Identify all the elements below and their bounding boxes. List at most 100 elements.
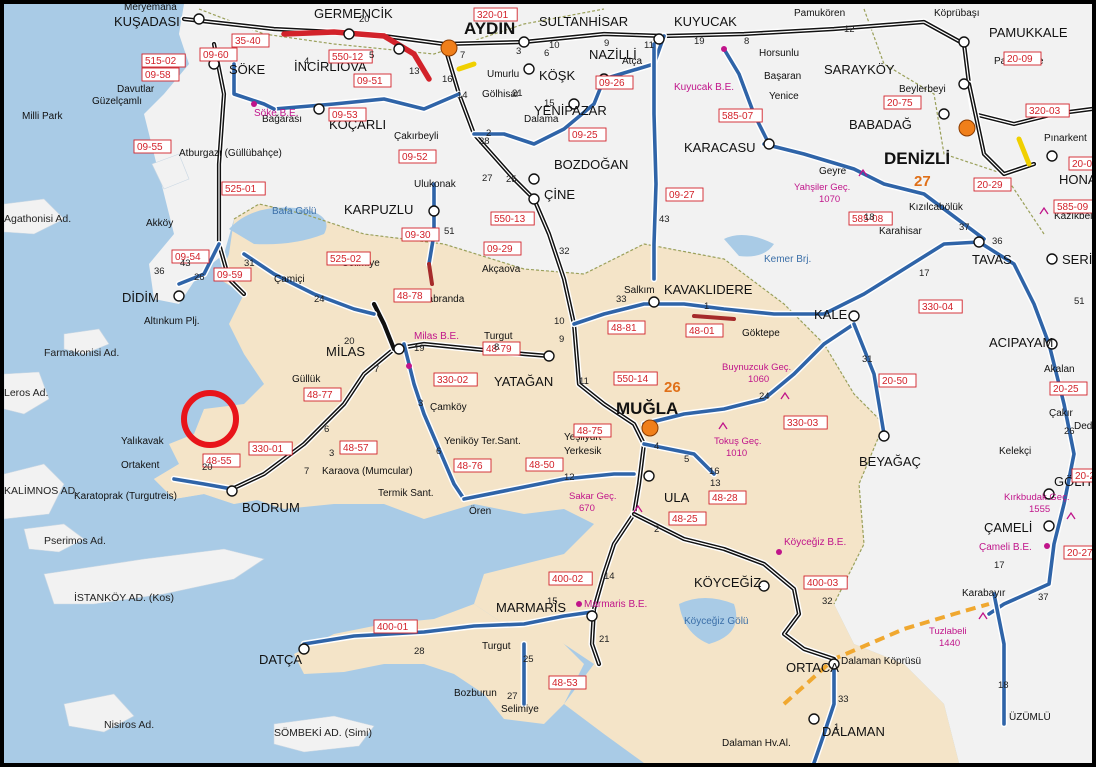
road-code-525-02: 525-02 bbox=[326, 251, 371, 266]
road-code-text: 400-03 bbox=[807, 578, 839, 589]
road-code-text: 20-50 bbox=[882, 376, 908, 387]
map-label: Köyceğiz B.E. bbox=[784, 537, 846, 548]
road-code-09-51: 09-51 bbox=[353, 73, 392, 88]
label-town-ula: ULA bbox=[664, 490, 690, 505]
road-number-label: 13 bbox=[409, 66, 420, 77]
road-number-label: 33 bbox=[616, 294, 627, 305]
road-code-text: 20-09 bbox=[1007, 54, 1033, 65]
road-code-09-59: 09-59 bbox=[213, 267, 252, 282]
road-code-09-52: 09-52 bbox=[398, 149, 437, 164]
map-label: Dedeköy bbox=[1074, 421, 1092, 432]
label-town-bodrum: BODRUM bbox=[242, 500, 300, 515]
road-code-text: 09-60 bbox=[203, 50, 229, 61]
road-code-box bbox=[133, 139, 172, 154]
road-number-label: 32 bbox=[559, 246, 570, 257]
label-island-agathonisi: Agathonisi Ad. bbox=[4, 213, 71, 225]
road-number-label: 24 bbox=[759, 391, 770, 402]
map-label: Pamukören bbox=[794, 8, 845, 19]
map-label: 670 bbox=[579, 503, 595, 514]
road-map[interactable]: AYDIN DENİZLİ MUĞLA 27 26 KUŞADASI GERME… bbox=[4, 4, 1092, 763]
road-code-box bbox=[199, 47, 238, 62]
pass-markers bbox=[633, 168, 1076, 620]
road-code-box bbox=[339, 440, 378, 455]
road-number-label: 14 bbox=[457, 90, 468, 101]
road-number-label: 21 bbox=[599, 634, 610, 645]
road-code-48-25: 48-25 bbox=[668, 511, 707, 526]
road-code-box bbox=[1063, 545, 1092, 560]
road-number-label: 10 bbox=[549, 40, 560, 51]
road-code-09-53: 09-53 bbox=[328, 107, 367, 122]
lake-bafa bbox=[229, 207, 327, 245]
road-code-box bbox=[573, 423, 612, 438]
road-code-585-09: 585-09 bbox=[1053, 199, 1092, 214]
road-code-layer: 320-0135-4009-60515-0209-58550-1209-5109… bbox=[133, 7, 1092, 690]
road-number-label: 2 bbox=[654, 524, 659, 535]
label-island-farmakonisi: Farmakonisi Ad. bbox=[44, 347, 119, 359]
road-code-text: 320-03 bbox=[1029, 106, 1061, 117]
road-code-text: 20-25 bbox=[1053, 384, 1079, 395]
road-number-label: 36 bbox=[154, 266, 165, 277]
map-label: Yeniköy Ter.Sant. bbox=[444, 436, 521, 447]
road-number-label: 3 bbox=[418, 398, 423, 409]
map-label: Yerkesik bbox=[564, 446, 602, 457]
map-label: Karabayır bbox=[962, 588, 1006, 599]
road-code-09-54: 09-54 bbox=[171, 249, 210, 264]
highlight-circle[interactable] bbox=[181, 390, 239, 448]
road-number-label: 4 bbox=[304, 56, 309, 67]
road-code-box bbox=[398, 149, 437, 164]
road-number-label: 20 bbox=[359, 14, 370, 25]
road-code-550-14: 550-14 bbox=[613, 371, 658, 386]
map-label: Çameli B.E. bbox=[979, 542, 1032, 553]
road-code-09-25: 09-25 bbox=[568, 127, 607, 142]
road-code-text: 09-58 bbox=[145, 70, 171, 81]
road-code-box bbox=[433, 372, 478, 387]
road-code-20-26: 20-26 bbox=[1071, 468, 1092, 483]
label-town-beyagac: BEYAĞAÇ bbox=[859, 454, 921, 469]
island-simi bbox=[273, 715, 375, 753]
road-code-550-12: 550-12 bbox=[328, 49, 373, 64]
map-label: Buynuzcuk Geç. bbox=[722, 362, 791, 373]
map-label: Kırkbudak Geç. bbox=[1004, 492, 1069, 503]
road-code-text: 09-26 bbox=[599, 78, 625, 89]
label-town-kusadasi: KUŞADASI bbox=[114, 14, 180, 29]
road-code-09-58: 09-58 bbox=[141, 67, 180, 82]
road-code-box bbox=[326, 251, 371, 266]
road-number-label: 10 bbox=[554, 316, 565, 327]
road-code-330-04: 330-04 bbox=[918, 299, 963, 314]
road-number-label: 2 bbox=[486, 128, 491, 139]
secondary-roads bbox=[170, 32, 1078, 763]
map-label: Akçaova bbox=[482, 264, 521, 275]
road-code-48-81: 48-81 bbox=[607, 320, 646, 335]
road-code-box bbox=[878, 373, 917, 388]
road-code-box bbox=[1071, 468, 1092, 483]
road-code-box bbox=[708, 490, 747, 505]
road-number-label: 27 bbox=[482, 173, 493, 184]
label-town-acipayam: ACIPAYAM bbox=[989, 335, 1053, 350]
map-label: Yahşiler Geç. bbox=[794, 182, 850, 193]
road-number-label: 19 bbox=[694, 36, 705, 47]
map-label: Kelekçi bbox=[999, 446, 1031, 457]
map-label: Akalan bbox=[1044, 364, 1075, 375]
road-code-320-01: 320-01 bbox=[473, 7, 518, 22]
label-town-yenipazar: YENİPAZAR bbox=[534, 103, 607, 118]
major-roads bbox=[180, 15, 1092, 668]
island-farmakonisi bbox=[63, 328, 110, 355]
road-code-585-08: 585-08 bbox=[848, 211, 893, 226]
province-border bbox=[233, 203, 885, 605]
map-label: Çamiçi bbox=[274, 274, 305, 285]
road-number-label: 26 bbox=[194, 272, 205, 283]
road-code-box bbox=[613, 371, 658, 386]
map-label: 1555 bbox=[1029, 504, 1050, 515]
road-number-label: 13 bbox=[710, 478, 721, 489]
map-label: ÜZÜMLÜ bbox=[1009, 711, 1051, 723]
road-code-text: 330-03 bbox=[787, 418, 819, 429]
road-code-text: 585-09 bbox=[1057, 202, 1089, 213]
road-code-box bbox=[401, 227, 440, 242]
road-code-text: 20-75 bbox=[887, 98, 913, 109]
label-town-milas: MİLAS bbox=[326, 344, 365, 359]
label-island-kalimnos: KALİMNOS AD. bbox=[4, 484, 78, 497]
road-code-box bbox=[685, 323, 724, 338]
road-code-330-03: 330-03 bbox=[783, 415, 828, 430]
road-code-text: 400-01 bbox=[377, 622, 409, 633]
